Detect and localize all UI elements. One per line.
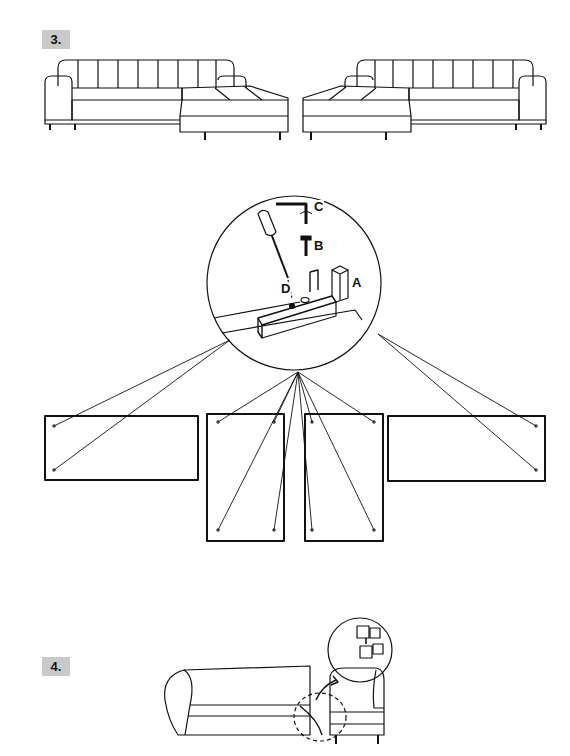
part-letter: A xyxy=(351,276,362,290)
leg-mark xyxy=(216,420,220,424)
leg-mark xyxy=(372,420,376,424)
leg-mark xyxy=(534,424,538,428)
step-number: 3. xyxy=(51,32,62,47)
leg-mark xyxy=(52,468,56,472)
leg-mark xyxy=(216,528,220,532)
leg-mark xyxy=(272,528,276,532)
leg-mark xyxy=(372,528,376,532)
frame-parts xyxy=(45,414,545,541)
leg-mark xyxy=(52,424,56,428)
part-letter: D xyxy=(280,282,291,296)
part-letter: B xyxy=(313,239,324,253)
leg-position-marks xyxy=(52,420,538,532)
step-number: 4. xyxy=(51,659,62,674)
leg-mark xyxy=(534,468,538,472)
corner-sofa-left xyxy=(45,60,288,140)
leg-mark xyxy=(272,420,276,424)
part-letter: C xyxy=(313,200,324,214)
leader-lines xyxy=(54,334,536,530)
step-number-box: 3. xyxy=(42,30,70,49)
leg-mark xyxy=(310,420,314,424)
leg-mark xyxy=(310,528,314,532)
step-number-box: 4. xyxy=(42,657,70,676)
sofa-sections xyxy=(165,618,392,744)
detail-circle xyxy=(207,196,381,370)
corner-sofa-right xyxy=(303,60,546,140)
